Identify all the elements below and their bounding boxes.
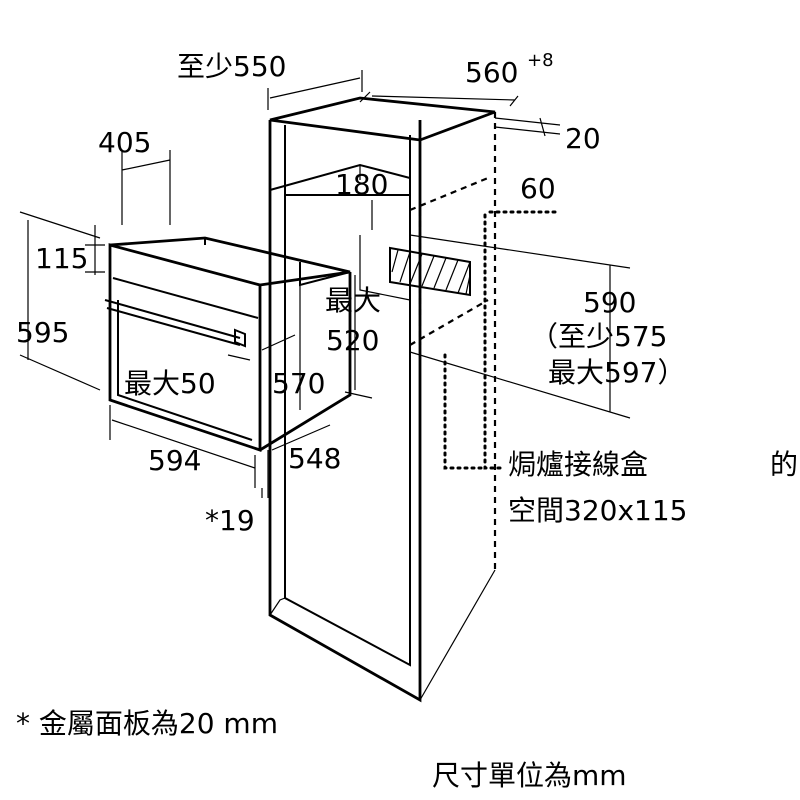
label-min-575: （至少575 xyxy=(530,320,667,353)
niche-back xyxy=(359,235,411,301)
junction-box-dotted xyxy=(483,213,507,470)
label-junction-box-1: 焗爐接線盒 xyxy=(508,448,648,481)
label-60: 60 xyxy=(520,172,556,205)
footnote-metal-panel: * 金屬面板為20 mm xyxy=(16,707,278,740)
cabinet-shelf xyxy=(269,163,411,196)
dim-20-line xyxy=(494,117,561,137)
label-115: 115 xyxy=(35,242,88,275)
oven-door xyxy=(117,300,253,441)
label-520: 520 xyxy=(326,324,379,357)
junction-box-dotted-2 xyxy=(443,353,487,470)
label-20: 20 xyxy=(565,122,601,155)
niche-dashed xyxy=(409,176,489,346)
dim-590-line xyxy=(409,234,631,419)
oven-handle-end xyxy=(234,328,246,348)
label-180: 180 xyxy=(335,168,388,201)
label-570: 570 xyxy=(272,367,325,400)
dim-560-line xyxy=(359,91,519,107)
dim-50-line xyxy=(227,354,251,361)
cabinet xyxy=(268,96,562,703)
label-max-50: 最大50 xyxy=(124,367,216,400)
dim-570-arrow xyxy=(261,334,296,351)
label-min-550: 至少550 xyxy=(177,50,286,83)
hatched-panel xyxy=(389,246,471,297)
cabinet-base xyxy=(269,597,286,616)
label-560-tolerance: +8 xyxy=(527,50,554,71)
label-548: 548 xyxy=(288,442,341,475)
label-405: 405 xyxy=(98,126,151,159)
label-19: *19 xyxy=(205,504,255,537)
label-cut-char: 的 xyxy=(770,448,798,481)
cabinet-top xyxy=(269,96,496,142)
oven-control-panel xyxy=(112,277,259,319)
footnote-unit: 尺寸單位為mm xyxy=(432,759,627,792)
oven-side xyxy=(259,272,352,452)
dim-548-line xyxy=(267,424,331,498)
dimension-labels: 至少550 560 +8 20 405 180 60 115 595 最大 52… xyxy=(16,50,798,537)
label-max: 最大 xyxy=(325,284,381,317)
dim-520-line xyxy=(344,275,373,399)
cabinet-front-inner xyxy=(284,125,411,667)
label-560: 560 xyxy=(465,56,518,89)
dimension-lines xyxy=(19,70,631,498)
label-max-597: 最大597） xyxy=(548,356,685,389)
dim-595-line xyxy=(19,211,105,391)
oven-handle xyxy=(104,299,241,346)
cabinet-front-outer xyxy=(268,120,422,703)
oven xyxy=(104,236,352,452)
label-junction-box-2: 空間320x115 xyxy=(508,494,687,527)
label-594: 594 xyxy=(148,444,201,477)
label-590: 590 xyxy=(583,286,636,319)
oven-top xyxy=(109,236,351,287)
oven-front xyxy=(108,243,262,452)
oven-rear xyxy=(204,238,351,287)
label-595: 595 xyxy=(16,316,69,349)
dim-594-line xyxy=(109,405,256,488)
cabinet-bottom-edge xyxy=(419,569,496,701)
dim-405-line xyxy=(121,150,171,225)
dim-550-line xyxy=(267,70,363,110)
